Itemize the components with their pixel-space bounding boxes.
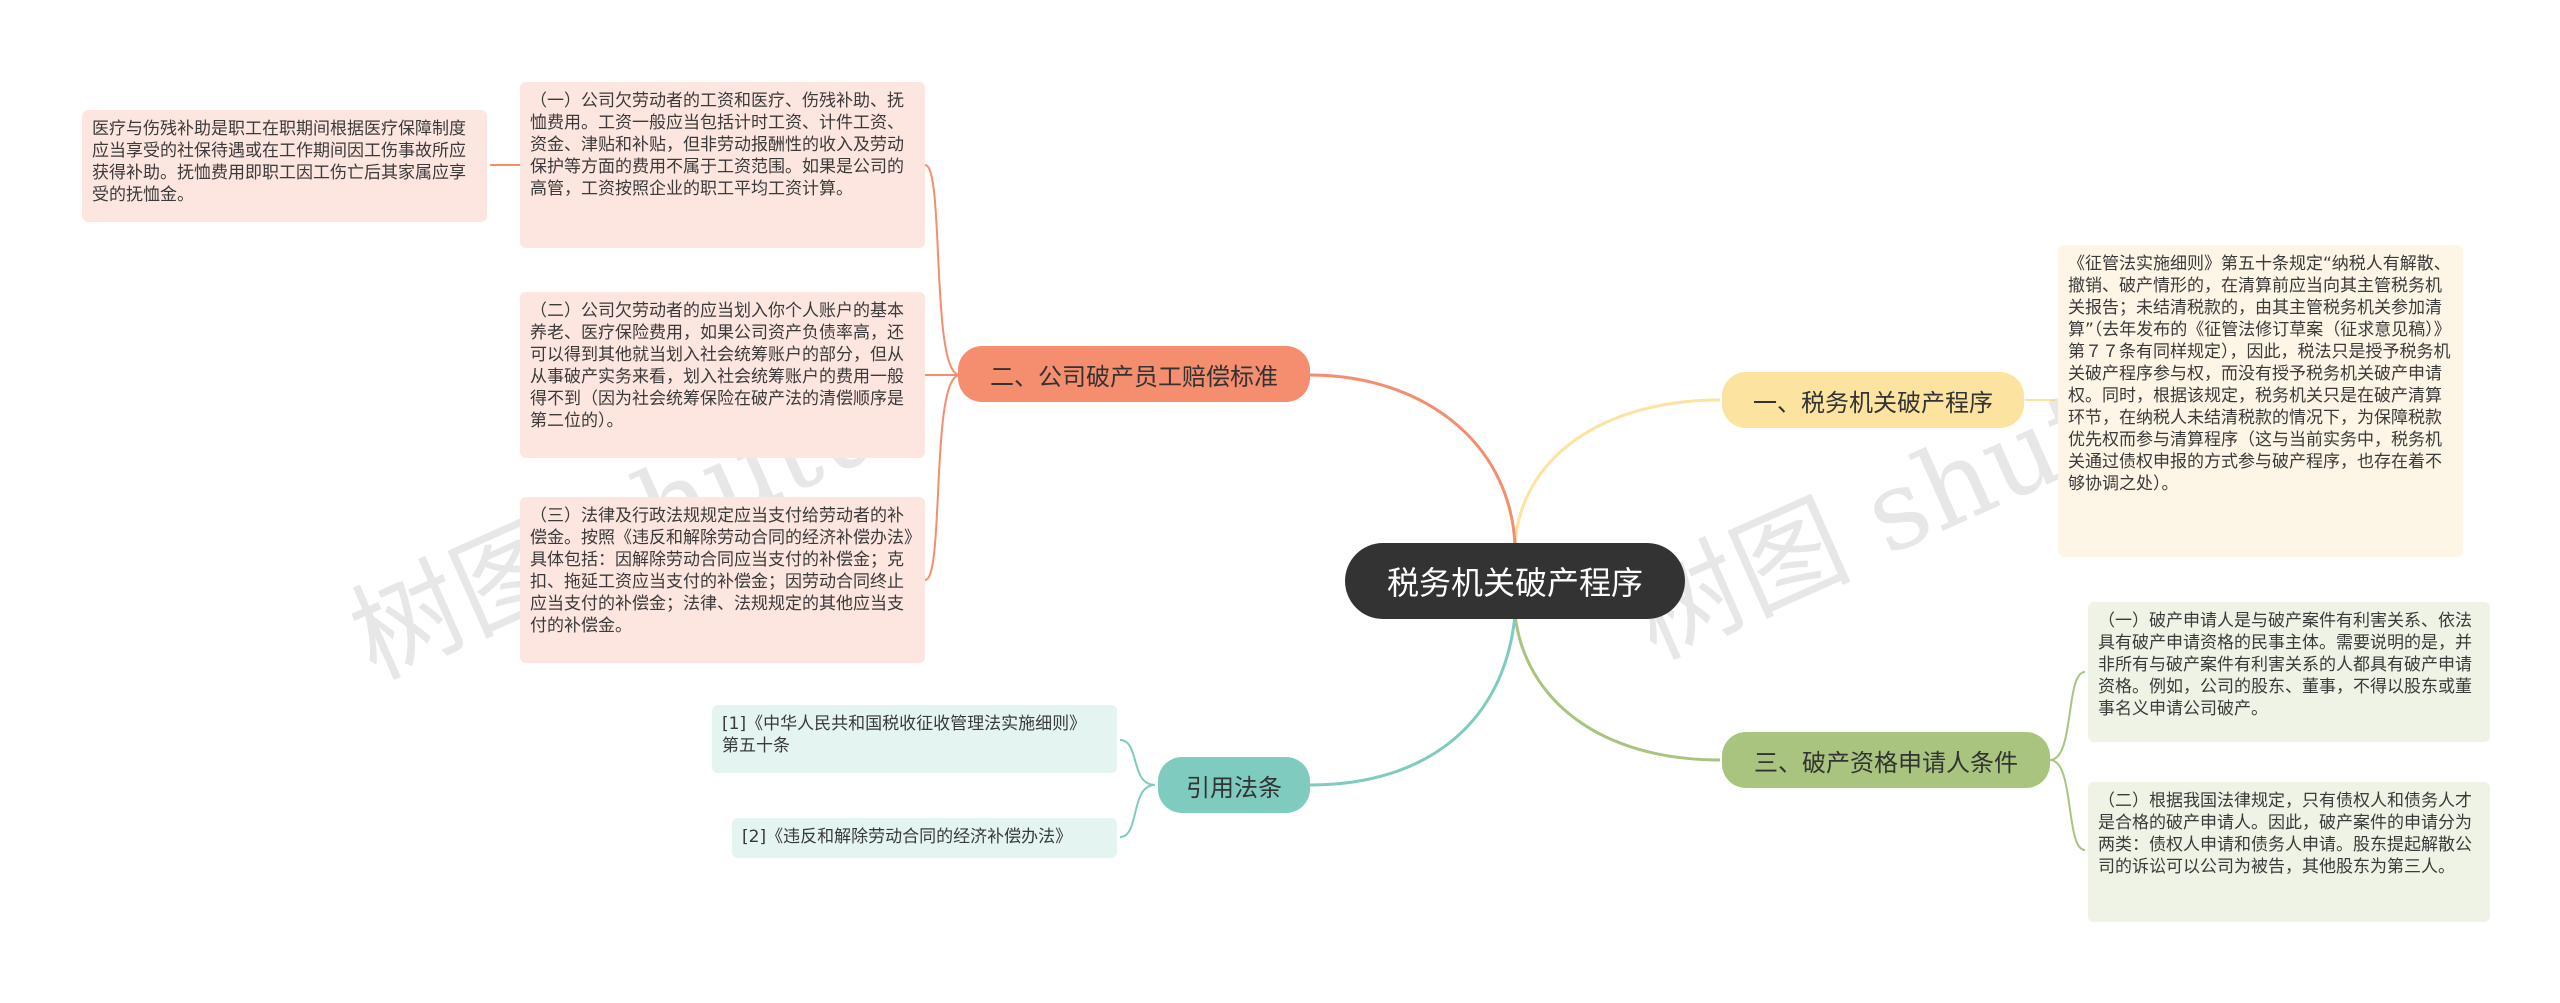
leaf-wages-medical: （一）公司欠劳动者的工资和医疗、伤残补助、抚恤费用。工资一般应当包括计时工资、计… xyxy=(520,82,925,248)
leaf-law-citation-2: [2]《违反和解除劳动合同的经济补偿办法》 xyxy=(732,818,1117,858)
leaf-compensation: （三）法律及行政法规规定应当支付给劳动者的补偿金。按照《违反和解除劳动合同的经济… xyxy=(520,497,925,663)
leaf-applicant-definition: （一）破产申请人是与破产案件有利害关系、依法具有破产申请资格的民事主体。需要说明… xyxy=(2088,602,2490,742)
branch-tax-bankruptcy-procedure[interactable]: 一、税务机关破产程序 xyxy=(1722,372,2024,428)
leaf-tax-bankruptcy-detail: 《征管法实施细则》第五十条规定“纳税人有解散、撤销、破产情形的，在清算前应当向其… xyxy=(2058,245,2463,557)
leaf-qualified-applicants: （二）根据我国法律规定，只有债权人和债务人才是合格的破产申请人。因此，破产案件的… xyxy=(2088,782,2490,922)
connector-b2-leaf1 xyxy=(924,164,961,376)
branch-applicant-qualification[interactable]: 三、破产资格申请人条件 xyxy=(1722,732,2050,788)
connector-root-b2 xyxy=(1309,373,1517,546)
leaf-law-citation-1: [1]《中华人民共和国税收征收管理法实施细则》 第五十条 xyxy=(712,705,1117,773)
branch-employee-compensation[interactable]: 二、公司破产员工赔偿标准 xyxy=(958,346,1310,402)
connector-root-b3 xyxy=(1513,614,1721,762)
root-topic[interactable]: 税务机关破产程序 xyxy=(1345,543,1685,619)
connector-b2-leaf3 xyxy=(924,374,961,581)
leaf-medical-definition: 医疗与伤残补助是职工在职期间根据医疗保障制度应当享受的社保待遇或在工作期间因工伤… xyxy=(82,110,487,222)
connector-b3-leaf2 xyxy=(2049,759,2086,851)
connector-b4-leaf2 xyxy=(1119,784,1156,838)
connector-root-b4 xyxy=(1309,614,1517,787)
connector-b3-leaf1 xyxy=(2049,671,2086,761)
connector-root-b1 xyxy=(1513,398,1721,546)
branch-cited-laws[interactable]: 引用法条 xyxy=(1158,757,1310,813)
connector-b4-leaf1 xyxy=(1119,739,1156,786)
leaf-insurance: （二）公司欠劳动者的应当划入你个人账户的基本养老、医疗保险费用，如果公司资产负债… xyxy=(520,292,925,458)
